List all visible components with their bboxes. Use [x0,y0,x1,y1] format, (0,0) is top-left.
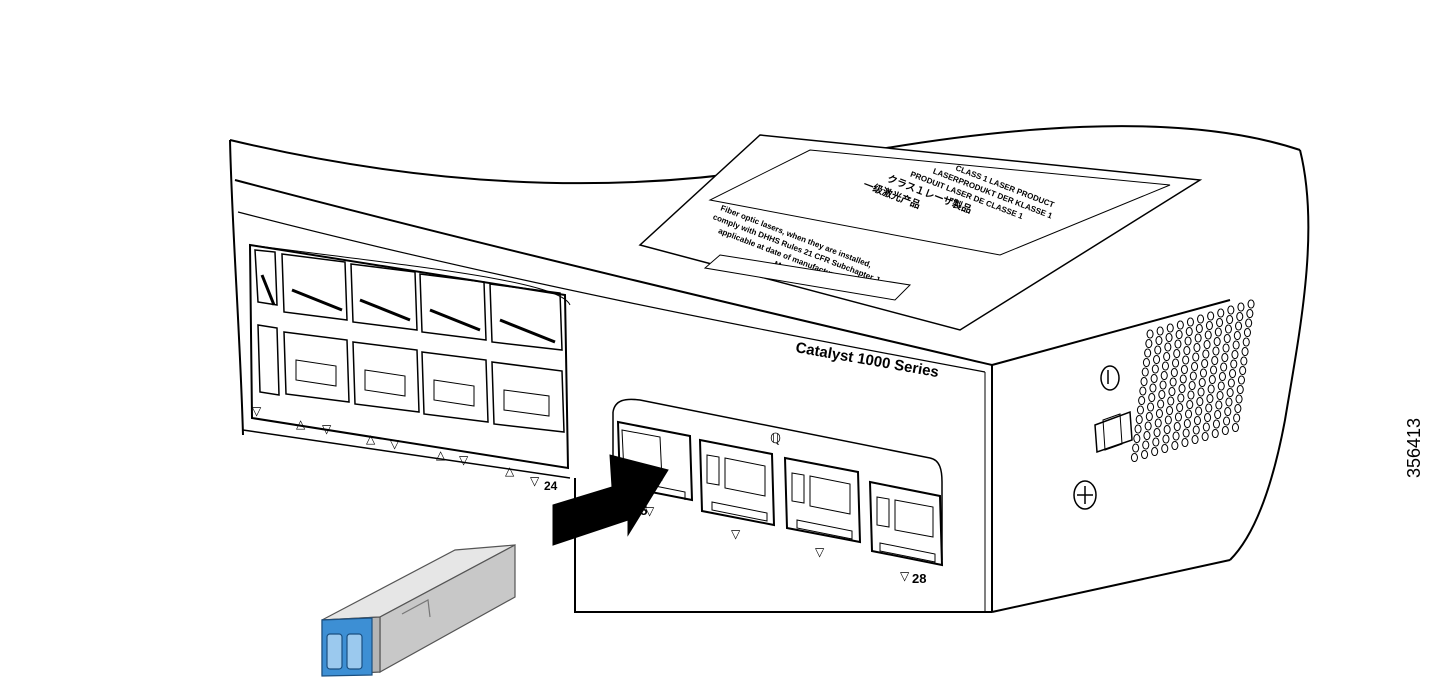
rj45-port-block [248,243,571,470]
rj45-bottom-row [257,324,565,433]
svg-text:△: △ [366,432,376,446]
svg-text:▽: ▽ [390,437,400,451]
port-triangle-icon: ▽ [731,527,741,541]
slot-icon [1094,410,1133,454]
console-icon: ℚ [770,430,781,446]
sfp-port-27 [783,456,862,544]
port-number-28: 28 [912,571,926,586]
svg-text:▽: ▽ [530,474,540,488]
lc-connector-icon [326,633,363,670]
svg-text:△: △ [436,448,446,462]
svg-text:△: △ [505,464,515,478]
ground-screw-icon [1073,480,1097,510]
rj45-top-row [254,249,563,351]
port-triangle-icon: ▽ [645,504,655,518]
port-number-24: 24 [544,479,558,493]
series-label: Catalyst 1000 Series [794,339,940,381]
figure-id: 356413 [1404,418,1424,478]
vent-grid [1130,299,1255,462]
laser-warning-label: CLASS 1 LASER PRODUCT LASERPRODUKT DER K… [638,134,1203,331]
svg-text:▽: ▽ [322,422,332,436]
svg-text:▽: ▽ [459,453,469,467]
svg-text:△: △ [296,417,306,431]
sfp-port-26 [698,438,776,527]
sfp-transceiver [321,544,516,677]
svg-text:▽: ▽ [252,404,262,418]
port-triangle-icon: ▽ △ ▽ △ ▽ △ ▽ △ ▽ 24 [252,404,558,493]
insert-arrow [552,454,669,546]
port-triangle-icon: ▽ [900,569,910,583]
side-panel [1073,299,1255,510]
ground-screw-icon [1100,365,1120,391]
switch-chassis [229,125,1310,613]
sfp-port-block [612,398,944,567]
sfp-port-28 [868,480,944,567]
port-triangle-icon: ▽ [815,545,825,559]
